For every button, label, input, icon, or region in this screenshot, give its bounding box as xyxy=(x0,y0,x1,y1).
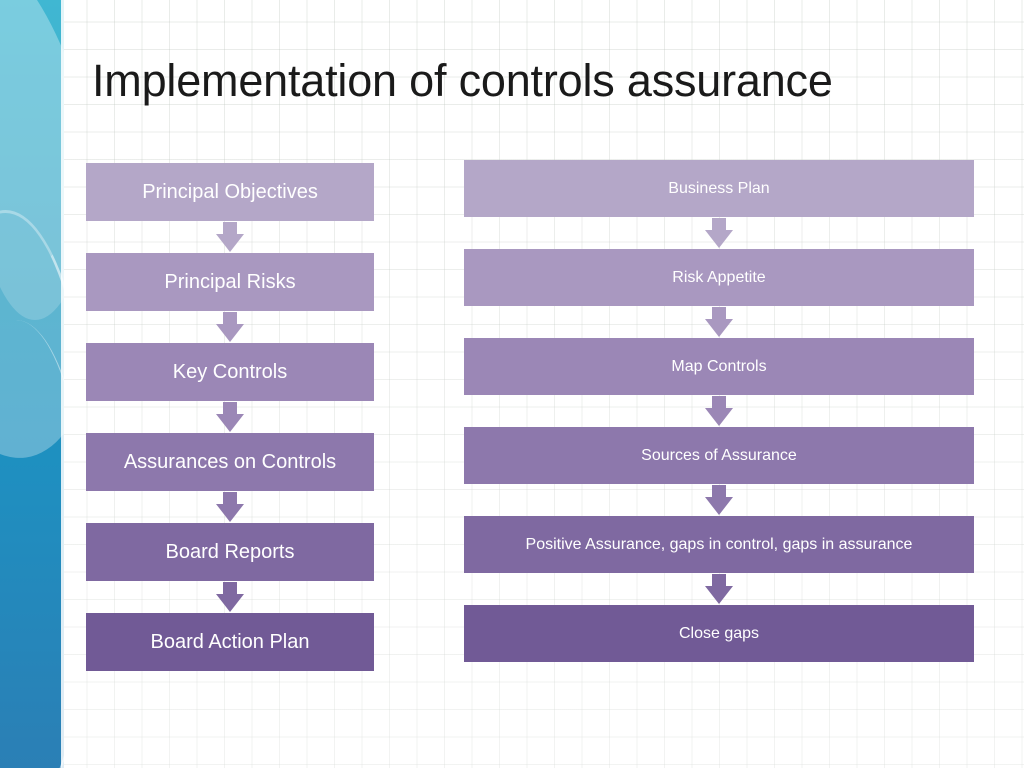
down-arrow-icon xyxy=(704,307,734,337)
flow-node-label: Principal Risks xyxy=(164,270,296,293)
flow-node-board-action-plan[interactable]: Board Action Plan xyxy=(86,613,374,671)
flow-arrow-2 xyxy=(86,311,374,343)
flow-node-label: Positive Assurance, gaps in control, gap… xyxy=(525,535,913,553)
decorative-accent-band xyxy=(0,0,64,768)
down-arrow-icon xyxy=(704,485,734,515)
flow-node-principal-risks[interactable]: Principal Risks xyxy=(86,253,374,311)
down-arrow-icon xyxy=(704,574,734,604)
flow-arrow-1 xyxy=(464,217,974,249)
flow-node-sources-of-assurance[interactable]: Sources of Assurance xyxy=(464,427,974,484)
flow-arrow-3 xyxy=(464,395,974,427)
down-arrow-icon xyxy=(215,582,245,612)
flow-arrow-5 xyxy=(86,581,374,613)
flow-node-key-controls[interactable]: Key Controls xyxy=(86,343,374,401)
flow-node-business-plan[interactable]: Business Plan xyxy=(464,160,974,217)
page-title: Implementation of controls assurance xyxy=(92,55,833,106)
flow-node-label: Assurances on Controls xyxy=(123,450,337,473)
down-arrow-icon xyxy=(215,312,245,342)
flow-node-label: Board Reports xyxy=(165,540,295,563)
flow-arrow-4 xyxy=(464,484,974,516)
down-arrow-icon xyxy=(704,218,734,248)
flow-node-label: Board Action Plan xyxy=(150,630,310,653)
right-flow-column: Business Plan Risk Appetite Map Controls xyxy=(464,160,974,662)
flow-node-assurances-on-controls[interactable]: Assurances on Controls xyxy=(86,433,374,491)
flow-node-label: Key Controls xyxy=(172,360,288,383)
flow-arrow-1 xyxy=(86,221,374,253)
flow-node-label: Close gaps xyxy=(678,624,760,642)
accent-band-edge xyxy=(61,0,64,768)
flow-node-risk-appetite[interactable]: Risk Appetite xyxy=(464,249,974,306)
down-arrow-icon xyxy=(704,396,734,426)
flow-node-label: Map Controls xyxy=(671,357,767,375)
down-arrow-icon xyxy=(215,402,245,432)
flow-node-map-controls[interactable]: Map Controls xyxy=(464,338,974,395)
flow-node-label: Business Plan xyxy=(668,179,770,197)
flow-node-board-reports[interactable]: Board Reports xyxy=(86,523,374,581)
swoosh-shape-3 xyxy=(0,320,64,768)
flow-node-principal-objectives[interactable]: Principal Objectives xyxy=(86,163,374,221)
flow-node-positive-assurance[interactable]: Positive Assurance, gaps in control, gap… xyxy=(464,516,974,573)
left-flow-column: Principal Objectives Principal Risks Key… xyxy=(86,163,374,671)
flow-arrow-2 xyxy=(464,306,974,338)
down-arrow-icon xyxy=(215,492,245,522)
flow-arrow-3 xyxy=(86,401,374,433)
flow-node-close-gaps[interactable]: Close gaps xyxy=(464,605,974,662)
flow-arrow-5 xyxy=(464,573,974,605)
flow-node-label: Risk Appetite xyxy=(672,268,766,286)
flow-node-label: Sources of Assurance xyxy=(641,446,797,464)
flow-node-label: Principal Objectives xyxy=(142,180,318,203)
down-arrow-icon xyxy=(215,222,245,252)
flow-arrow-4 xyxy=(86,491,374,523)
